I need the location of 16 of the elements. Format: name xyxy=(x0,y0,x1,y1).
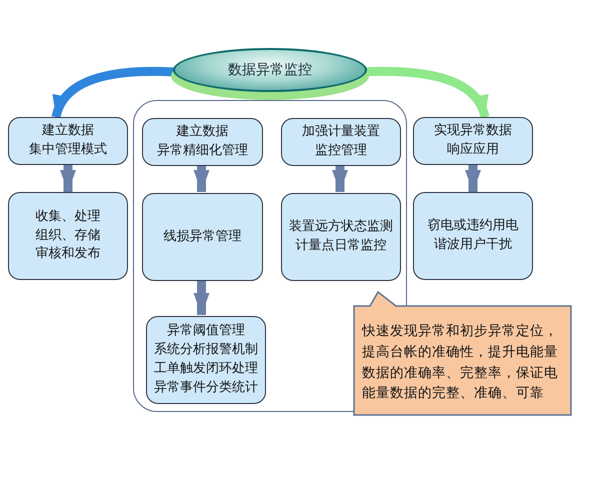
process-box: 收集、处理组织、存储审核和发布 xyxy=(8,192,128,280)
process-box: 建立数据集中管理模式 xyxy=(8,117,128,165)
process-box: 建立数据异常精细化管理 xyxy=(142,118,263,166)
process-box: 加强计量装置监控管理 xyxy=(281,118,401,166)
arrow xyxy=(52,66,176,118)
arrow xyxy=(194,165,210,192)
arrow xyxy=(60,165,76,192)
arrow xyxy=(465,165,481,192)
process-box: 线损异常管理 xyxy=(142,193,263,281)
process-box: 异常阈值管理系统分析报警机制工单触发闭环处理异常事件分类统计 xyxy=(146,316,266,404)
process-box: 实现异常数据响应应用 xyxy=(413,117,533,165)
process-box: 装置远方状态监测计量点日常监控 xyxy=(281,193,401,281)
process-box: 窃电或违约用电谐波用户干扰 xyxy=(413,192,533,280)
speech-callout: 快速发现异常和初步异常定位，提高台帐的准确性，提升电能量数据的准确率、完整率，保证电能量数据的完整、准确、可靠 xyxy=(352,290,573,417)
arrow xyxy=(194,280,210,315)
arrow xyxy=(332,165,348,192)
